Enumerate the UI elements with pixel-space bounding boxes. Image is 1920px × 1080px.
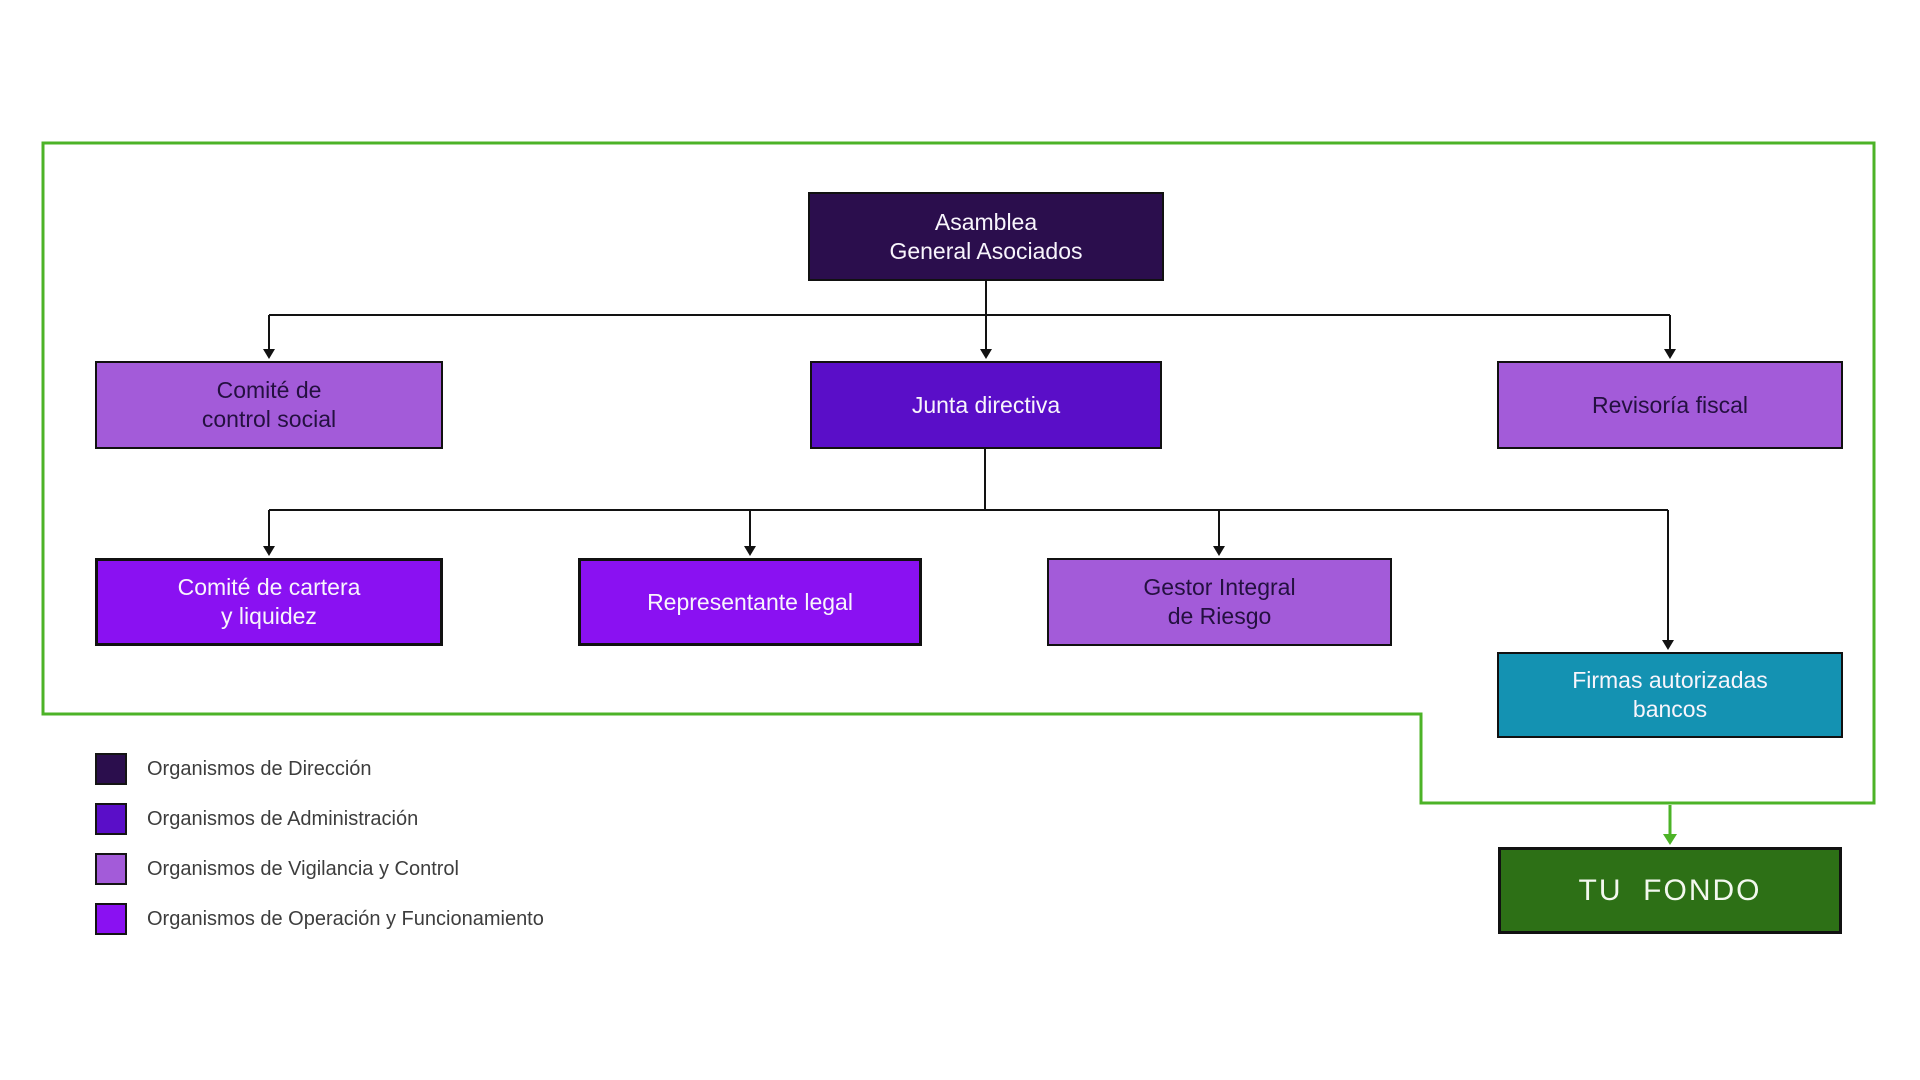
org-node-label: Comité de [216, 377, 322, 404]
org-node-label: Comité de cartera [177, 574, 361, 601]
arrowhead [1213, 546, 1225, 556]
org-node-comite-control-social: Comité de control social [95, 361, 443, 449]
org-node-label: Gestor Integral [1143, 574, 1296, 601]
org-node-label: General Asociados [889, 237, 1083, 264]
org-node-label: Firmas autorizadas [1572, 667, 1768, 694]
arrowhead [980, 349, 992, 359]
org-node-revisoria-fiscal: Revisoría fiscal [1497, 361, 1843, 449]
legend-item: Organismos de Dirección [95, 753, 544, 785]
org-node-label: Representante legal [647, 588, 853, 615]
legend: Organismos de Dirección Organismos de Ad… [95, 753, 544, 953]
org-node-label: bancos [1632, 696, 1708, 722]
legend-item: Organismos de Operación y Funcionamiento [95, 903, 544, 935]
arrowhead [1662, 640, 1674, 650]
org-node-label: Asamblea [934, 208, 1038, 235]
arrowhead [744, 546, 756, 556]
org-node-label: TU FONDO [1578, 873, 1762, 907]
org-node-label: y liquidez [221, 603, 317, 629]
arrowhead [1664, 349, 1676, 359]
legend-item: Organismos de Vigilancia y Control [95, 853, 544, 885]
org-node-label: de Riesgo [1167, 603, 1272, 629]
green-arrowhead [1663, 834, 1677, 845]
legend-label: Organismos de Operación y Funcionamiento [147, 907, 544, 930]
legend-swatch-direccion [95, 753, 127, 785]
org-node-asamblea-general: Asamblea General Asociados [808, 192, 1164, 281]
org-node-firmas-autorizadas-bancos: Firmas autorizadas bancos [1497, 652, 1843, 738]
arrowhead [263, 349, 275, 359]
org-node-junta-directiva: Junta directiva [810, 361, 1162, 449]
org-node-label: control social [201, 406, 337, 432]
legend-label: Organismos de Dirección [147, 757, 372, 780]
org-node-comite-cartera-liquidez: Comité de cartera y liquidez [95, 558, 443, 646]
legend-swatch-administracion [95, 803, 127, 835]
arrowhead [263, 546, 275, 556]
org-node-gestor-integral-riesgo: Gestor Integral de Riesgo [1047, 558, 1392, 646]
org-node-label: Junta directiva [911, 391, 1061, 418]
legend-item: Organismos de Administración [95, 803, 544, 835]
legend-label: Organismos de Administración [147, 807, 419, 830]
org-node-representante-legal: Representante legal [578, 558, 922, 646]
org-node-tu-fondo: TU FONDO [1498, 847, 1842, 934]
legend-swatch-vigilancia [95, 853, 127, 885]
legend-swatch-operacion [95, 903, 127, 935]
legend-label: Organismos de Vigilancia y Control [147, 857, 460, 880]
org-node-label: Revisoría fiscal [1592, 391, 1748, 418]
